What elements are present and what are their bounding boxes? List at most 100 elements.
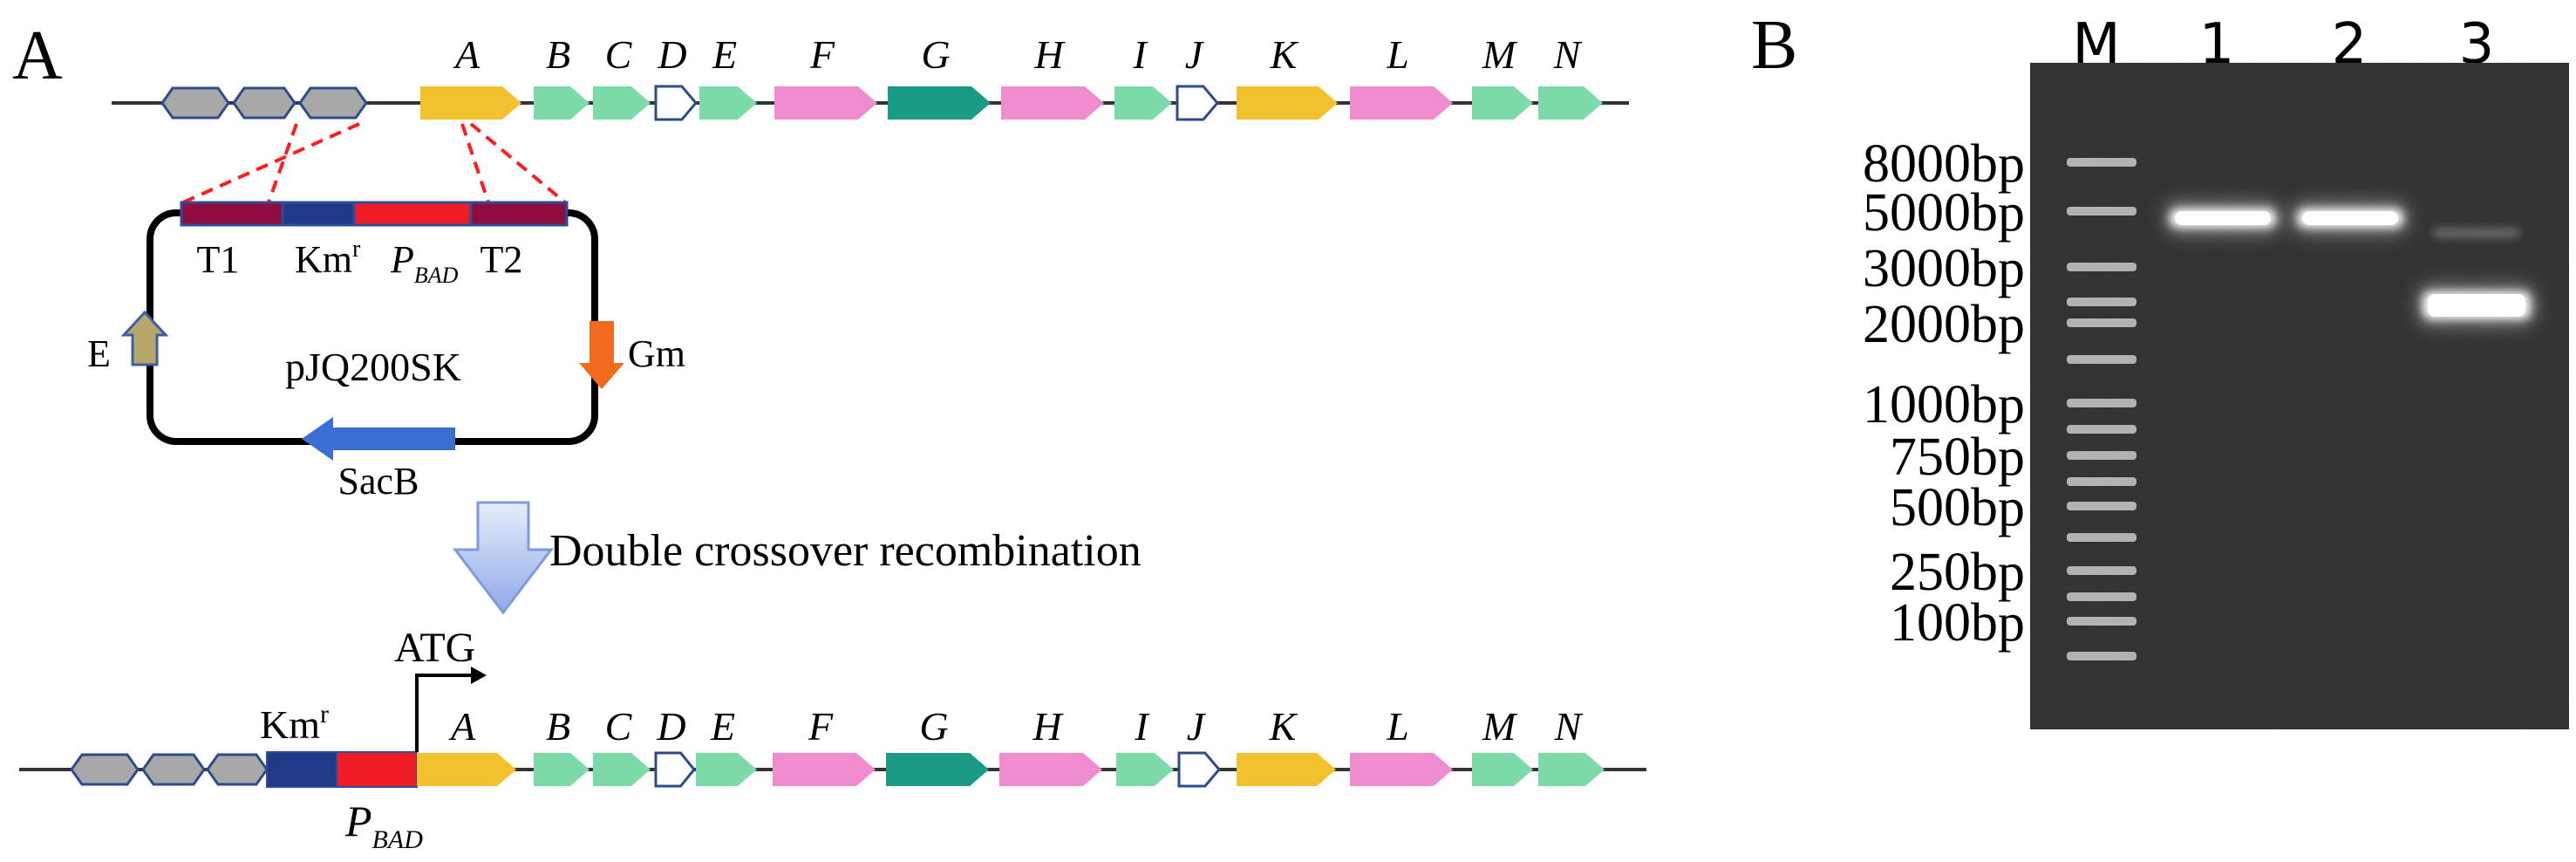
top-gene-arrows (160, 85, 1603, 121)
gene-m-label: M (1482, 704, 1518, 749)
t2-label: T2 (480, 238, 523, 281)
gray-gene-3 (298, 86, 368, 120)
plasmid: T1 Kmr PBAD T2 E Gm pJQ200SK SacB (87, 201, 685, 503)
gene-d-arrow (654, 85, 698, 121)
t1-segment (180, 201, 284, 227)
ladder-band (2067, 298, 2136, 306)
ladder-band (2067, 617, 2136, 626)
ladder-band (2067, 502, 2136, 510)
gene-d-arrow (654, 751, 696, 788)
gm-marker-arrow (579, 321, 624, 389)
e-marker-label: E (87, 332, 111, 375)
ladder-label-750bp: 750bp (1890, 428, 2025, 487)
gene-n-label: N (1553, 32, 1583, 77)
ladder-band (2067, 652, 2136, 660)
gene-h-arrow (1001, 86, 1104, 120)
bottom-pbad-label: P (344, 797, 372, 845)
gene-g-arrow (888, 86, 991, 120)
gene-b-label: B (546, 704, 570, 749)
recombination-down-arrow (452, 501, 555, 615)
ladder-band (2067, 263, 2136, 271)
sacb-marker-label: SacB (338, 460, 419, 503)
ladder-bands (2067, 158, 2136, 660)
gene-a-arrow (420, 86, 521, 120)
gene-j-arrow (1176, 85, 1219, 121)
gene-l-label: L (1386, 32, 1409, 77)
km-superscript: r (352, 236, 361, 263)
gene-d-label: D (656, 704, 685, 749)
gene-f-arrow (773, 753, 876, 786)
bottom-gene-arrows (70, 751, 1605, 788)
ladder-label-250bp: 250bp (1890, 543, 2025, 602)
gene-g-label: G (921, 32, 950, 77)
ladder-band (2067, 566, 2136, 575)
ladder-band (2067, 207, 2136, 216)
gray-gene-2 (141, 753, 206, 786)
gene-j-label: J (1187, 704, 1207, 749)
gene-k-label: K (1269, 704, 1298, 749)
gene-m-label: M (1482, 32, 1518, 77)
gene-f-label: F (809, 32, 835, 77)
ladder-band (2067, 592, 2136, 601)
gene-e-arrow (696, 753, 757, 786)
gene-l-arrow (1350, 753, 1453, 786)
e-marker-arrow (120, 310, 169, 366)
svg-text:PBAD: PBAD (344, 797, 423, 854)
gene-n-label: N (1554, 704, 1584, 749)
gene-c-arrow (593, 86, 651, 120)
gene-l-label: L (1386, 704, 1409, 749)
ladder-label-5000bp: 5000bp (1863, 183, 2025, 243)
bottom-km-block (266, 751, 337, 788)
ladder-label-1000bp: 1000bp (1863, 375, 2025, 434)
ladder-band (2067, 355, 2136, 364)
t1-label: T1 (197, 238, 240, 281)
sample-bands (2164, 202, 2536, 326)
gene-j-label: J (1185, 32, 1205, 77)
sample-band-faint-lane-3 (2433, 229, 2520, 237)
gene-b-label: B (546, 32, 570, 77)
km-segment (281, 201, 356, 227)
gene-i-label: I (1132, 32, 1148, 77)
ladder-band (2067, 425, 2136, 434)
ladder-band (2067, 158, 2136, 167)
bottom-km-superscript: r (320, 700, 329, 729)
ladder-label-8000bp: 8000bp (1863, 134, 2025, 194)
crossover-line-left-2 (267, 123, 298, 203)
ladder-label-500bp: 500bp (1890, 478, 2025, 537)
bottom-km-label: Km (260, 702, 320, 747)
gene-k-arrow (1237, 753, 1336, 786)
panel-a-label: A (12, 17, 63, 94)
gray-gene-1 (70, 753, 140, 786)
gene-n-arrow (1538, 86, 1603, 120)
sample-band-core-lane-3 (2428, 294, 2525, 317)
gel-image (2030, 63, 2569, 729)
bottom-pbad-subscript: BAD (372, 825, 424, 854)
sample-band-core-lane-2 (2302, 211, 2398, 225)
gene-c-arrow (593, 753, 651, 786)
atg-arrowhead (471, 667, 487, 684)
panel-b-label: B (1751, 7, 1797, 84)
svg-text:PBAD: PBAD (390, 238, 459, 288)
gene-c-label: C (605, 32, 633, 77)
crossover-line-left-1 (182, 122, 360, 204)
gene-h-label: H (1032, 704, 1064, 749)
pbad-label: P (390, 238, 414, 281)
gray-gene-2 (232, 86, 296, 120)
t2-segment (469, 201, 569, 227)
sacb-marker-arrow (302, 417, 455, 461)
gene-d-label: D (657, 32, 686, 77)
atg-promoter-line (415, 674, 471, 752)
ladder-band (2067, 399, 2136, 407)
recombination-label: Double crossover recombination (549, 526, 1141, 576)
gm-marker-label: Gm (628, 332, 685, 375)
gene-g-label: G (919, 704, 948, 749)
gene-i-label: I (1134, 704, 1150, 749)
bottom-pbad-block (336, 751, 418, 788)
gene-m-arrow (1472, 753, 1533, 786)
gene-k-label: K (1270, 32, 1299, 77)
